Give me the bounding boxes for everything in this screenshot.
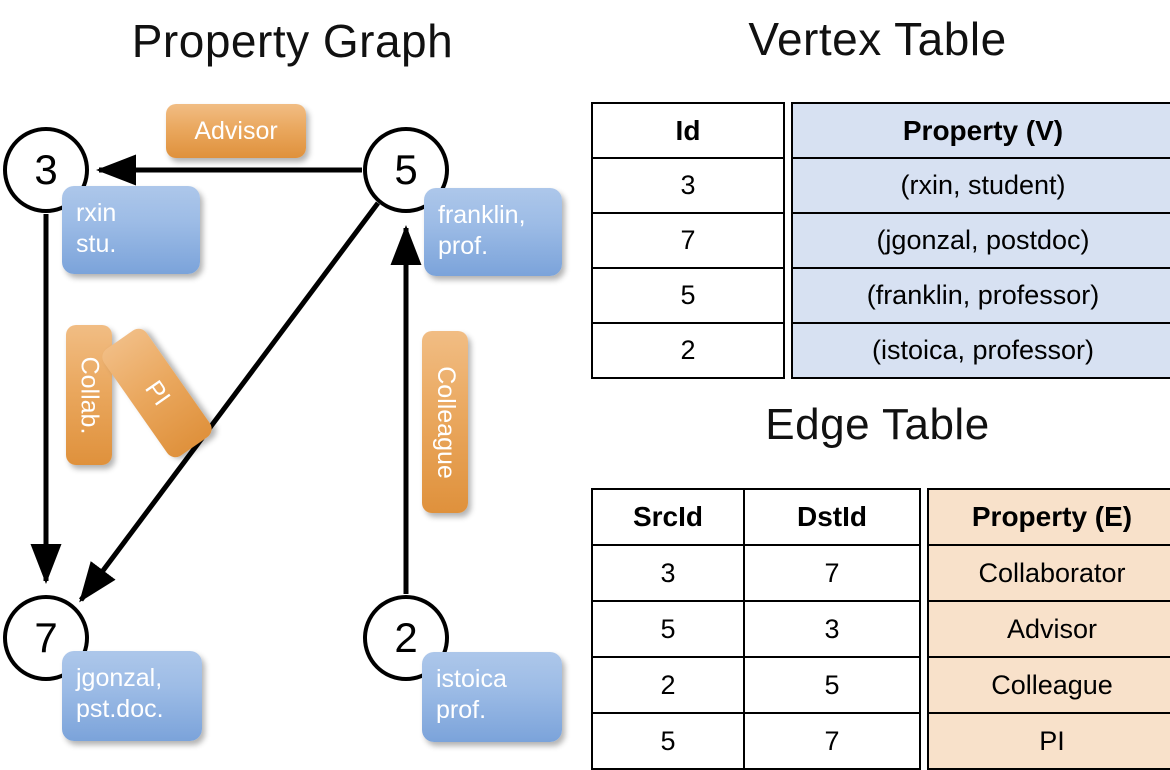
page-title-edge-table: Edge Table bbox=[765, 400, 990, 449]
table-row[interactable]: 7 (jgonzal, postdoc) bbox=[591, 212, 1170, 269]
edge-label-text: Collab. bbox=[75, 356, 104, 434]
graph-edge-lines bbox=[30, 154, 422, 603]
graph-node-5[interactable]: 5 bbox=[363, 127, 449, 213]
node-property-line2: prof. bbox=[436, 695, 487, 724]
vertex-cell-property: (franklin, professor) bbox=[791, 267, 1170, 324]
edge-cell-property: PI bbox=[927, 712, 1170, 770]
table-row[interactable]: 3 (rxin, student) bbox=[591, 157, 1170, 214]
vertex-table: Id Property (V) 3 (rxin, student) 7 (jgo… bbox=[591, 102, 1170, 379]
node-property-line1: istoica bbox=[436, 665, 507, 693]
edge-label-text: PI bbox=[139, 375, 176, 411]
column-gap bbox=[784, 323, 792, 378]
node-property-box-istoica: istoica prof. bbox=[422, 652, 562, 742]
vertex-cell-id: 5 bbox=[591, 267, 785, 324]
page-title-property-graph: Property Graph bbox=[131, 15, 454, 67]
vertex-cell-id: 7 bbox=[591, 212, 785, 269]
table-row[interactable]: 5 (franklin, professor) bbox=[591, 267, 1170, 324]
vertex-cell-property: (rxin, student) bbox=[791, 157, 1170, 214]
column-gap bbox=[784, 103, 792, 158]
edge-cell-dstid: 5 bbox=[743, 656, 921, 714]
vertex-cell-id: 3 bbox=[591, 157, 785, 214]
edge-table: SrcId DstId Property (E) 3 7 Collaborato… bbox=[591, 488, 1170, 770]
vertex-header-property: Property (V) bbox=[791, 102, 1170, 159]
vertex-cell-property: (jgonzal, postdoc) bbox=[791, 212, 1170, 269]
node-property-line1: franklin, bbox=[438, 201, 526, 229]
table-header-row: Id Property (V) bbox=[591, 102, 1170, 159]
node-property-box-rxin: rxin stu. bbox=[62, 186, 200, 274]
edge-header-dstid: DstId bbox=[743, 488, 921, 546]
edge-cell-property: Colleague bbox=[927, 656, 1170, 714]
graph-node-2[interactable]: 2 bbox=[363, 595, 449, 681]
edge-header-property: Property (E) bbox=[927, 488, 1170, 546]
node-property-line1: jgonzal, bbox=[76, 664, 163, 692]
edge-label-colleague: Colleague bbox=[422, 331, 468, 513]
edge-cell-srcid: 2 bbox=[591, 656, 745, 714]
page-title-vertex-table: Vertex Table bbox=[748, 13, 1007, 65]
node-property-line2: pst.doc. bbox=[76, 694, 164, 723]
node-property-line2: prof. bbox=[438, 231, 489, 260]
edge-label-collab: Collab. bbox=[66, 325, 112, 465]
edge-cell-dstid: 7 bbox=[743, 544, 921, 602]
table-row[interactable]: 2 5 Colleague bbox=[591, 656, 1170, 714]
node-property-line1: rxin bbox=[76, 199, 117, 227]
column-gap bbox=[920, 545, 928, 601]
edge-cell-dstid: 3 bbox=[743, 600, 921, 658]
column-gap bbox=[920, 601, 928, 657]
vertex-cell-id: 2 bbox=[591, 322, 785, 379]
edge-cell-srcid: 5 bbox=[591, 600, 745, 658]
vertex-cell-property: (istoica, professor) bbox=[791, 322, 1170, 379]
column-gap bbox=[920, 713, 928, 769]
column-gap bbox=[784, 268, 792, 323]
column-gap bbox=[784, 213, 792, 268]
edge-line-5-to-7 bbox=[78, 201, 381, 603]
column-gap bbox=[920, 657, 928, 713]
edge-cell-srcid: 3 bbox=[591, 544, 745, 602]
property-graph-diagram: 3 5 7 2 rxin stu. franklin, prof. jgonza… bbox=[0, 0, 585, 760]
vertex-header-id: Id bbox=[591, 102, 785, 159]
edge-cell-dstid: 7 bbox=[743, 712, 921, 770]
edge-cell-property: Advisor bbox=[927, 600, 1170, 658]
node-property-line2: stu. bbox=[76, 229, 117, 258]
column-gap bbox=[920, 489, 928, 545]
edge-label-advisor: Advisor bbox=[166, 104, 306, 158]
edge-cell-srcid: 5 bbox=[591, 712, 745, 770]
node-property-box-franklin: franklin, prof. bbox=[424, 188, 562, 276]
table-row[interactable]: 5 3 Advisor bbox=[591, 600, 1170, 658]
edge-cell-property: Collaborator bbox=[927, 544, 1170, 602]
table-row[interactable]: 2 (istoica, professor) bbox=[591, 322, 1170, 379]
node-property-box-jgonzal: jgonzal, pst.doc. bbox=[62, 651, 202, 741]
edge-header-srcid: SrcId bbox=[591, 488, 745, 546]
table-row[interactable]: 3 7 Collaborator bbox=[591, 544, 1170, 602]
edge-label-text: Colleague bbox=[431, 365, 460, 479]
edge-label-text: Advisor bbox=[194, 116, 278, 145]
table-row[interactable]: 5 7 PI bbox=[591, 712, 1170, 770]
table-header-row: SrcId DstId Property (E) bbox=[591, 488, 1170, 546]
column-gap bbox=[784, 158, 792, 213]
